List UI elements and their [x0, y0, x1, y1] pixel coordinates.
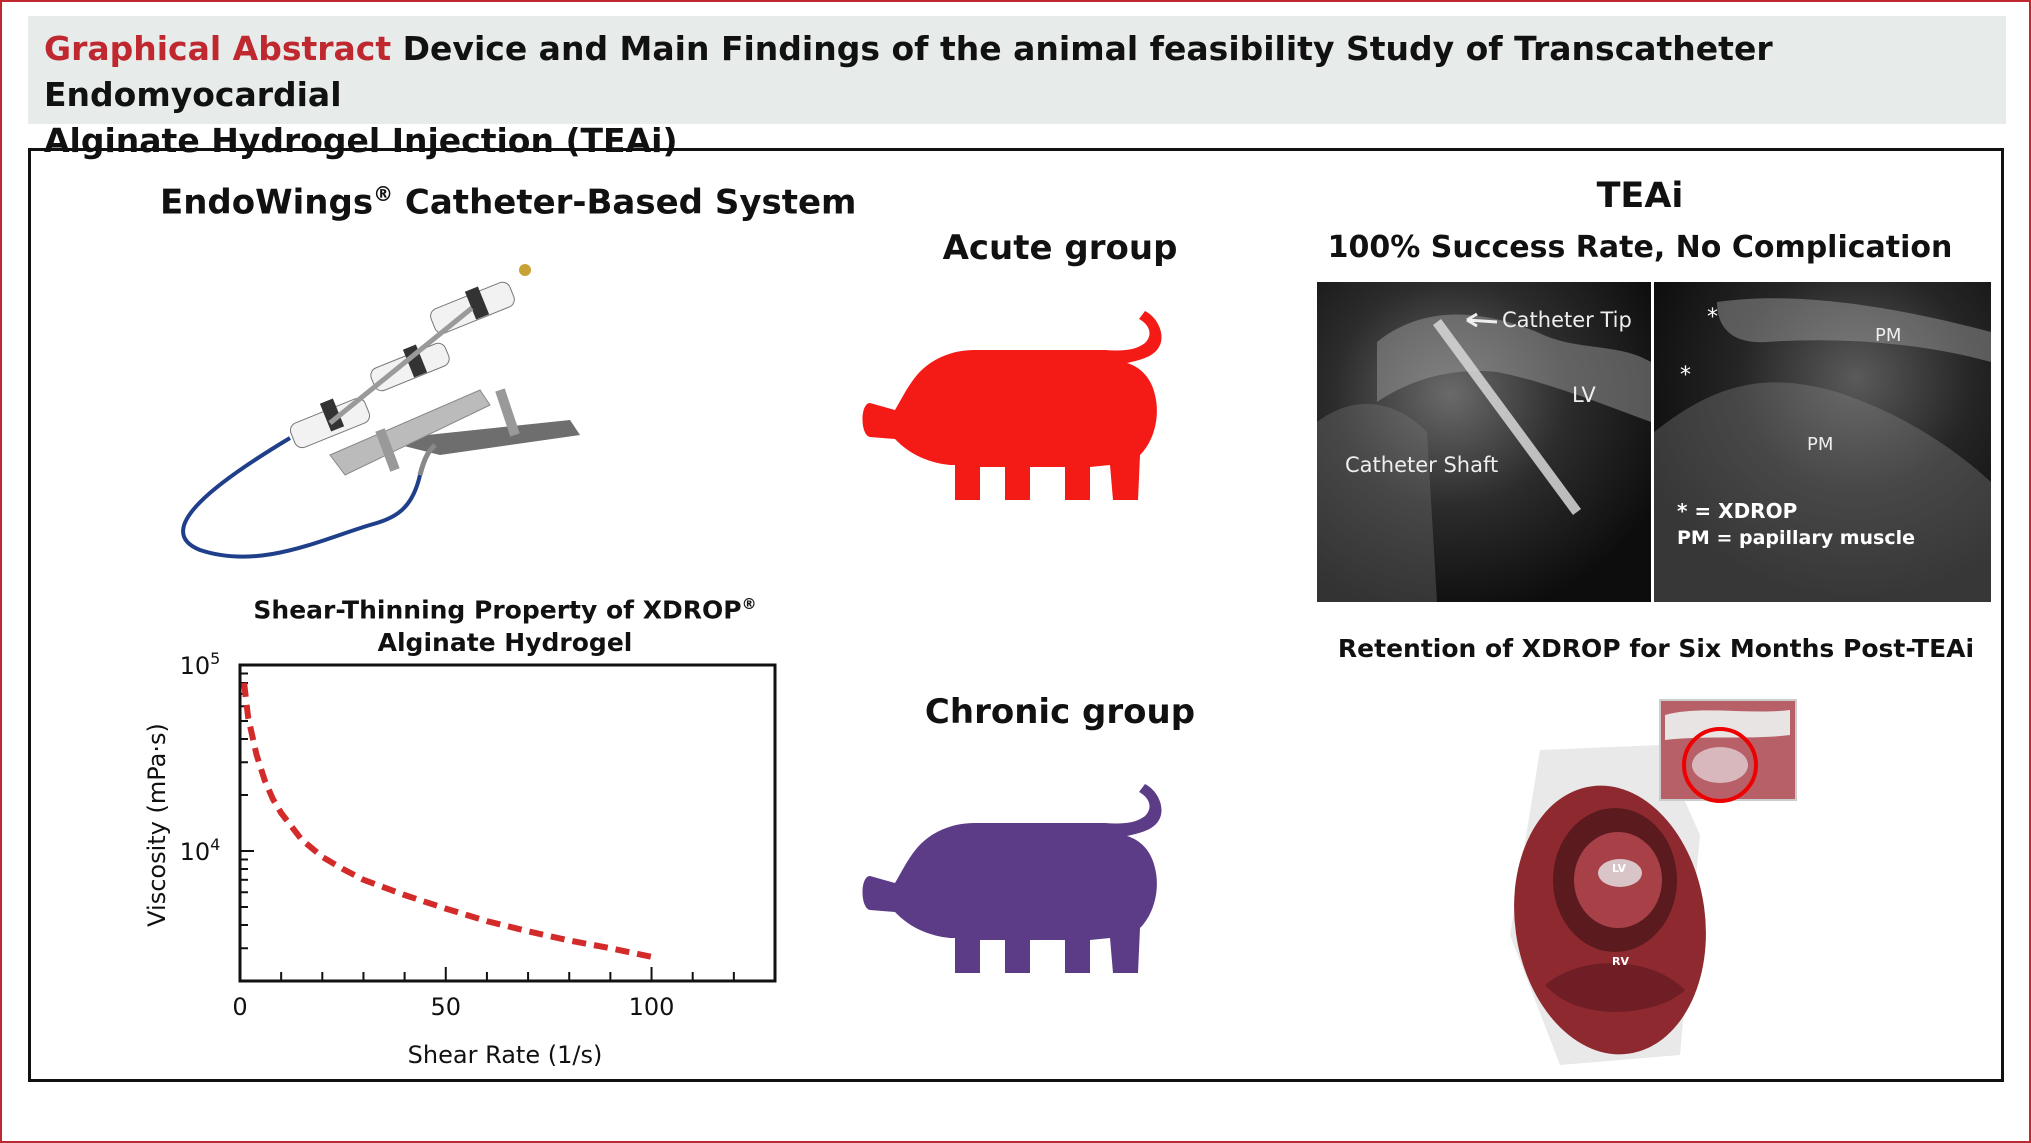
teai-title: TEAi	[1596, 176, 1684, 216]
echo-pm-top: PM	[1875, 325, 1901, 346]
catheter-device-illustration	[181, 264, 580, 559]
chart-heading-registered: ®	[741, 595, 757, 613]
chart-heading-line2: Alginate Hydrogel	[377, 628, 633, 658]
device-title-rest: Catheter-Based System	[393, 182, 857, 223]
retention-title: Retention of XDROP for Six Months Post-T…	[1337, 634, 1975, 663]
viscosity-series-line	[241, 682, 653, 960]
chronic-group-label: Chronic group	[924, 692, 1196, 732]
viscosity-chart: 0 50 100 105 104 Shear Rate (1/s) Viscosity…	[143, 650, 777, 1069]
header-bar: Graphical Abstract Device and Main Findi…	[28, 16, 2006, 160]
x-tick-label: 100	[629, 993, 675, 1021]
y-tick-label: 104	[180, 835, 221, 866]
plot-frame	[238, 663, 777, 983]
echo-legend-pm: PM = papillary muscle	[1677, 527, 1915, 549]
echocardiogram-images: Catheter Tip LV Catheter Shaft * * PM PM…	[1317, 282, 1991, 602]
device-title: EndoWings® Catheter-Based System	[160, 182, 856, 222]
chart-heading: Shear-Thinning Property of XDROP® Algina…	[205, 588, 805, 659]
registered-mark: ®	[373, 182, 394, 206]
heart-lv-label: LV	[1612, 862, 1626, 875]
echo-star-1: *	[1707, 305, 1718, 330]
heart-rv-label: RV	[1612, 955, 1629, 968]
right-ventricle	[1545, 963, 1685, 1012]
chart-heading-line1: Shear-Thinning Property of XDROP	[253, 595, 742, 625]
echo-right-panel	[1654, 282, 1991, 602]
echo-lv: LV	[1572, 383, 1596, 407]
y-axis-label: Viscosity (mPa·s)	[143, 723, 171, 927]
x-tick-label: 50	[430, 993, 461, 1021]
chronic-pig-icon	[862, 784, 1162, 973]
echo-legend-xdrop: * = XDROP	[1677, 499, 1797, 523]
header-title-line1: Device and Main Findings of the animal f…	[44, 29, 1773, 114]
xdrop-highlight-circle	[1682, 727, 1758, 803]
acute-pig-icon	[862, 311, 1162, 500]
acute-group-label: Acute group	[942, 228, 1178, 268]
catheter-tip-arrow-icon	[1466, 312, 1498, 328]
content-panel	[28, 148, 2004, 1082]
teai-subtitle: 100% Success Rate, No Complication	[1327, 230, 1953, 265]
x-tick-label: 0	[232, 993, 247, 1021]
header-title-line2: Alginate Hydrogel Injection (TEAi)	[44, 121, 678, 160]
device-title-name: EndoWings	[160, 182, 374, 223]
y-tick-label: 105	[180, 650, 221, 680]
x-axis-label: Shear Rate (1/s)	[408, 1041, 603, 1069]
echo-catheter-shaft: Catheter Shaft	[1345, 453, 1498, 477]
echo-pm-mid: PM	[1807, 434, 1833, 455]
graphical-abstract-label: Graphical Abstract	[44, 29, 392, 68]
echo-catheter-tip: Catheter Tip	[1502, 308, 1632, 332]
echo-star-2: *	[1680, 363, 1691, 388]
heart-section-photo: LV RV	[1510, 699, 1797, 1065]
